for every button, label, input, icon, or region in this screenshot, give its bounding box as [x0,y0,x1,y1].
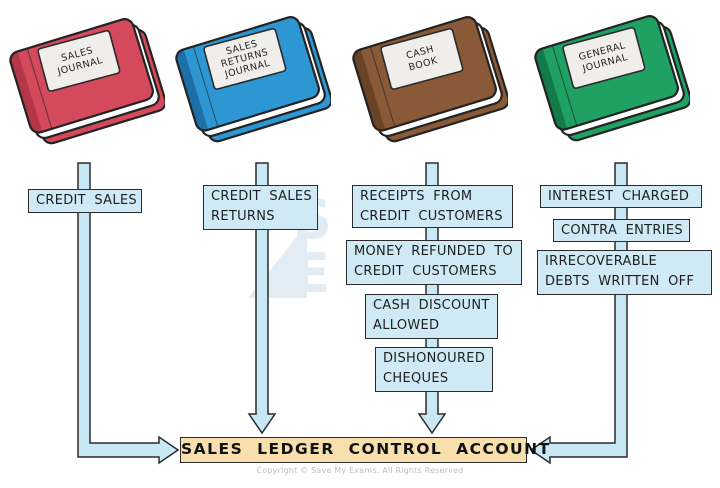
label-credit-sales-returns: CREDIT SALES RETURNS [203,185,318,230]
book-cover-label: CASH BOOK [380,27,464,90]
book-sales-journal: SALES JOURNAL [5,8,167,158]
book-cover-label: GENERAL JOURNAL [562,26,646,89]
copyright-note: Copyright © Save My Exams. All Rights Re… [256,466,464,475]
sales-ledger-control-account-box: SALES LEDGER CONTROL ACCOUNT [180,437,549,463]
book-sales-returns-journal: SALES RETURNS JOURNAL [171,6,333,156]
watermark-letter-e: E [293,242,330,305]
label-money-refunded-to-credit-customers: MONEY REFUNDED TO CREDIT CUSTOMERS [346,240,522,285]
book-cover-label: SALES JOURNAL [37,29,121,92]
book-general-journal: GENERAL JOURNAL [530,5,692,155]
label-cash-discount-allowed: CASH DISCOUNT ALLOWED [365,294,498,339]
label-receipts-from-credit-customers: RECEIPTS FROM CREDIT CUSTOMERS [352,185,513,228]
label-irrecoverable-debts-written-off: IRRECOVERABLE DEBTS WRITTEN OFF [537,250,712,295]
book-cover-label: SALES RETURNS JOURNAL [203,27,287,90]
book-cash-book: CASH BOOK [348,6,510,156]
label-interest-charged: INTEREST CHARGED [540,185,702,208]
label-credit-sales: CREDIT SALES [28,189,142,213]
label-contra-entries: CONTRA ENTRIES [553,219,690,242]
label-dishonoured-cheques: DISHONOURED CHEQUES [375,347,493,392]
arrow-general-journal-to-control [529,162,628,465]
